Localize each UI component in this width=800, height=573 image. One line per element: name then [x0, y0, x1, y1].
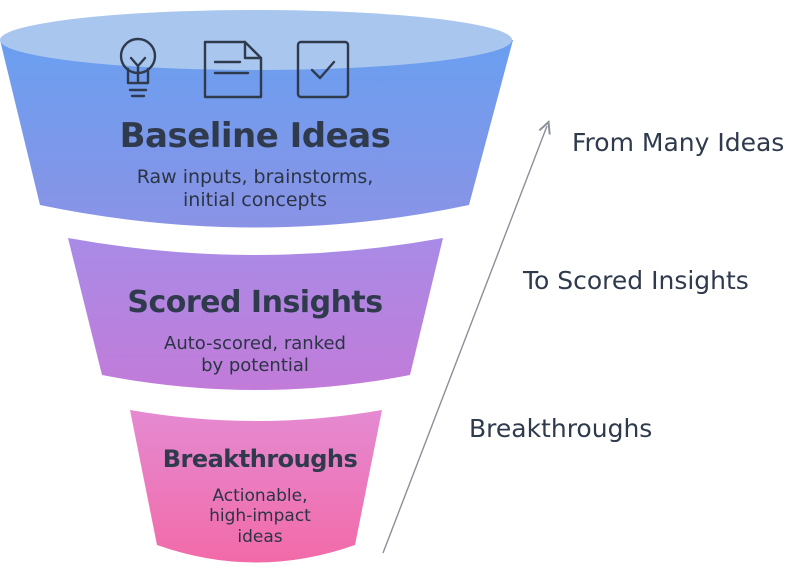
stage-2-subtitle-line-1: Auto-scored, ranked [164, 333, 346, 354]
side-label-breakthroughs: Breakthroughs [469, 414, 653, 443]
side-label-scored-insights: To Scored Insights [523, 266, 749, 295]
checkbox-icon [296, 40, 350, 99]
stage-3-subtitle-line-1: Actionable, [212, 486, 308, 506]
funnel-stage-3 [130, 410, 382, 563]
stage-3-subtitle-line-3: ideas [237, 526, 283, 547]
document-icon [203, 40, 263, 99]
stage-3-title: Breakthroughs [162, 445, 358, 473]
side-label-many-ideas: From Many Ideas [572, 128, 785, 157]
stage-1-subtitle: Raw inputs, brainstorms, initial concept… [60, 166, 450, 212]
stage-1-title: Baseline Ideas [119, 116, 391, 156]
stage-1-subtitle-line-2: initial concepts [183, 188, 327, 211]
stage-2-title: Scored Insights [127, 285, 383, 320]
stage-3-subtitle: Actionable, high-impact ideas [150, 486, 370, 547]
lightbulb-icon [119, 37, 157, 98]
stage-1-subtitle-line-1: Raw inputs, brainstorms, [136, 166, 374, 188]
funnel-top-rim [0, 10, 512, 70]
stage-3-subtitle-line-2: high-impact [209, 506, 311, 527]
stage-2-subtitle: Auto-scored, ranked by potential [90, 333, 420, 376]
funnel-stage-2 [68, 238, 443, 390]
progress-arrow [382, 126, 547, 554]
funnel-stage-1 [0, 40, 513, 228]
stage-2-subtitle-line-2: by potential [201, 354, 309, 376]
